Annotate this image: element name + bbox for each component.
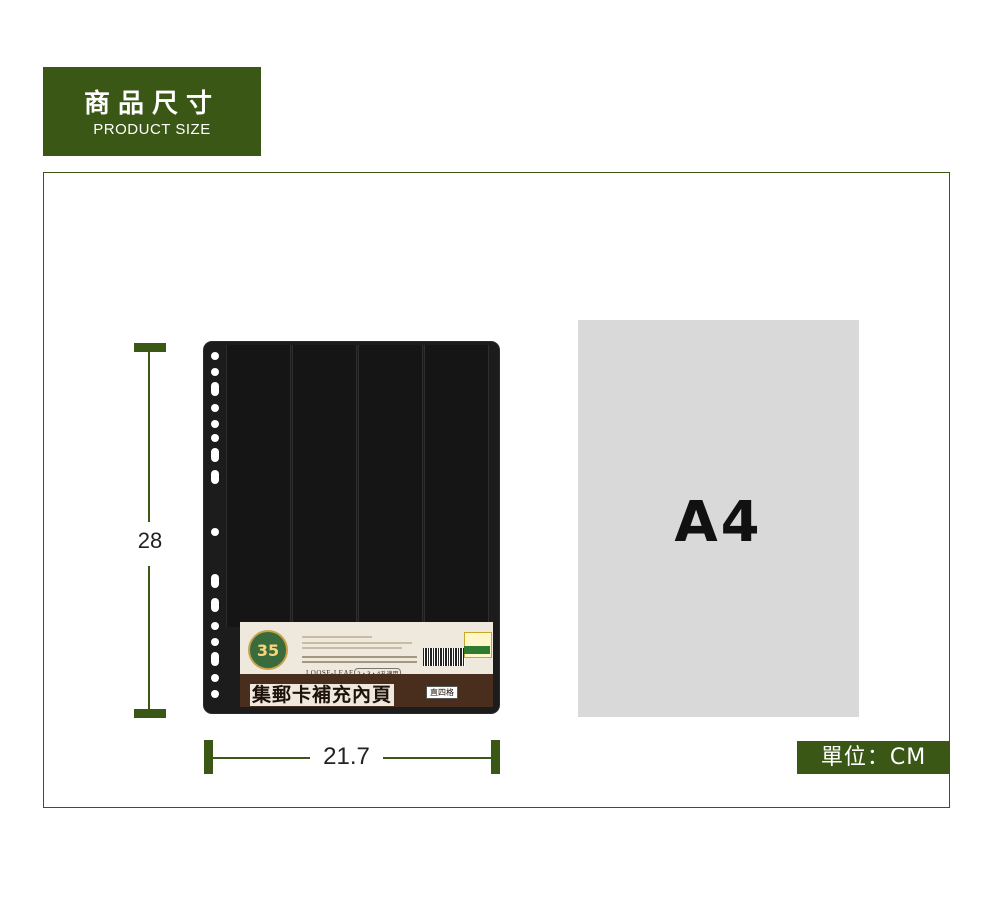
card-pocket [424, 345, 489, 627]
width-marker-left [204, 740, 213, 774]
binder-hole [211, 690, 219, 698]
card-pocket [358, 345, 423, 627]
binder-hole [211, 434, 219, 442]
width-line-right [383, 757, 491, 759]
product-label: 35 LOOSE-LEAF 2・3・4孔適用 集郵卡補充內頁 直四格 [240, 622, 493, 707]
binder-hole [211, 574, 219, 588]
height-line-lower [148, 566, 150, 709]
brand-badge-icon [464, 632, 492, 658]
binder-hole [211, 382, 219, 396]
binder-hole [211, 470, 219, 484]
content-frame [43, 172, 950, 808]
binder-hole [211, 622, 219, 630]
product-tag: 直四格 [426, 686, 458, 699]
binder-hole [211, 638, 219, 646]
binder-hole [211, 448, 219, 462]
binder-hole [211, 674, 219, 682]
section-subtitle: PRODUCT SIZE [93, 121, 211, 138]
binder-hole [211, 598, 219, 612]
unit-badge: 單位：CM [797, 741, 950, 774]
barcode-icon [423, 648, 465, 666]
label-fine-print [302, 661, 417, 663]
product-sheet-image: 35 LOOSE-LEAF 2・3・4孔適用 集郵卡補充內頁 直四格 [204, 342, 499, 713]
height-line-upper [148, 352, 150, 522]
binder-hole [211, 368, 219, 376]
label-fine-print [302, 656, 417, 658]
label-fine-print [302, 636, 372, 638]
section-title: 商品尺寸 [83, 89, 220, 119]
card-pocket [292, 345, 357, 627]
height-marker-bottom [134, 709, 166, 718]
label-fine-print [302, 642, 412, 644]
a4-label: A4 [674, 490, 763, 555]
anniversary-seal: 35 [248, 630, 288, 670]
binder-hole [211, 352, 219, 360]
seal-number: 35 [256, 641, 280, 660]
product-name: 集郵卡補充內頁 [250, 684, 395, 706]
a4-reference-card: A4 [578, 320, 859, 717]
label-fine-print [302, 647, 402, 649]
binder-hole [211, 528, 219, 536]
binder-hole [211, 420, 219, 428]
width-value: 21.7 [323, 743, 370, 770]
loose-leaf-text: LOOSE-LEAF [306, 669, 354, 677]
card-pocket [226, 345, 291, 627]
width-marker-right [491, 740, 500, 774]
binder-hole [211, 652, 219, 666]
width-line-left [213, 757, 310, 759]
height-value: 28 [137, 528, 163, 553]
made-in-taiwan-icon [464, 646, 490, 654]
binder-hole [211, 404, 219, 412]
height-marker-top [134, 343, 166, 352]
section-title-box: 商品尺寸 PRODUCT SIZE [43, 67, 261, 156]
